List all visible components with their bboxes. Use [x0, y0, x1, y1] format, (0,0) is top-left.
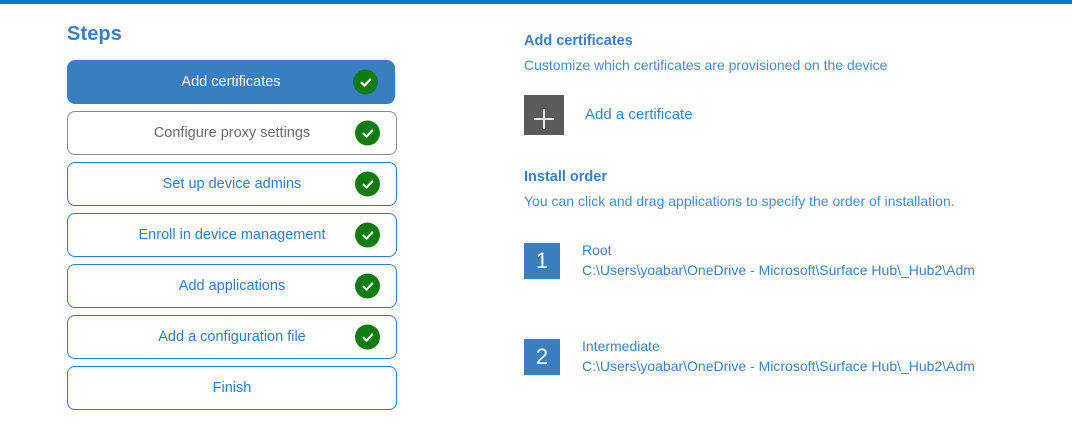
order-item-path: C:\Users\yoabar\OneDrive - Microsoft\Sur… — [582, 262, 975, 278]
plus-icon — [524, 95, 564, 135]
order-item-path: C:\Users\yoabar\OneDrive - Microsoft\Sur… — [582, 358, 975, 374]
check-icon — [353, 69, 378, 95]
order-item-name: Root — [582, 242, 612, 258]
step-button-configure-proxy-settings[interactable]: Configure proxy settings — [67, 111, 397, 155]
top-accent-bar — [0, 0, 1072, 4]
install-order-title: Install order — [524, 169, 607, 185]
step-label: Enroll in device management — [138, 227, 326, 243]
detail-panel: Add certificates Customize which certifi… — [524, 32, 1044, 435]
check-icon — [355, 273, 380, 299]
check-icon — [355, 222, 380, 248]
install-order-section: Install order You can click and drag app… — [524, 168, 1044, 376]
order-number-badge: 2 — [524, 339, 560, 375]
step-label: Add certificates — [181, 74, 281, 90]
step-button-add-certificates[interactable]: Add certificates — [67, 60, 395, 104]
step-label: Configure proxy settings — [153, 125, 311, 141]
step-button-add-applications[interactable]: Add applications — [67, 264, 397, 308]
step-button-finish[interactable]: Finish — [67, 366, 397, 410]
step-button-set-up-device-admins[interactable]: Set up device admins — [67, 162, 397, 206]
order-number-badge: 1 — [524, 243, 560, 279]
check-icon — [355, 171, 380, 197]
step-button-add-a-configuration-file[interactable]: Add a configuration file — [67, 315, 397, 359]
check-icon — [355, 324, 380, 350]
check-icon — [355, 120, 380, 146]
detail-description: Customize which certificates are provisi… — [524, 57, 888, 73]
detail-title: Add certificates — [524, 33, 633, 49]
step-label: Finish — [212, 380, 252, 396]
step-button-enroll-in-device-management[interactable]: Enroll in device management — [67, 213, 397, 257]
step-label: Add applications — [178, 278, 286, 294]
add-certificate-button[interactable]: Add a certificate — [524, 95, 754, 135]
add-certificate-label: Add a certificate — [585, 106, 693, 123]
order-item-name: Intermediate — [582, 338, 660, 354]
step-label: Set up device admins — [162, 176, 302, 192]
install-order-description: You can click and drag applications to s… — [524, 193, 955, 209]
step-label: Add a configuration file — [158, 329, 306, 345]
steps-heading: Steps — [67, 23, 122, 45]
